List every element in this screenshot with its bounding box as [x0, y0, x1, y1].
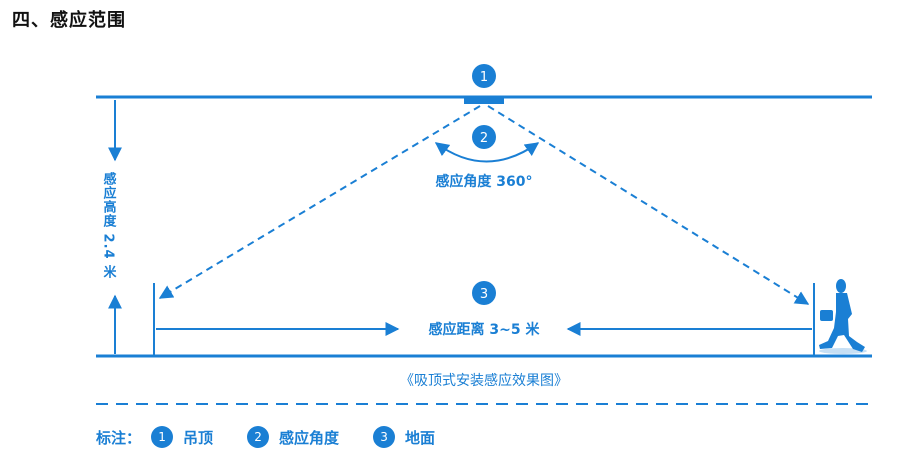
distance-label: 感应距离 3~5 米	[429, 321, 541, 338]
badge-angle: 2	[472, 125, 496, 149]
angle-label: 感应角度 360°	[435, 173, 532, 190]
legend-lead: 标注：	[96, 428, 142, 447]
legend-badge: 3	[373, 426, 396, 448]
svg-text:1: 1	[480, 70, 488, 85]
badge-ground: 3	[472, 281, 496, 305]
legend-item-ceiling: 1 吊顶	[151, 426, 213, 448]
page-title: 四、感应范围	[12, 10, 126, 31]
height-label: 感应高度 2.4 米	[101, 171, 117, 279]
legend: 标注： 1 吊顶 2 感应角度 3 地面	[96, 426, 469, 448]
badge-ceiling: 1	[472, 64, 496, 88]
walking-person-icon	[819, 279, 865, 352]
person-shadow	[819, 348, 867, 354]
diagram-caption: 《吸顶式安装感应效果图》	[400, 372, 568, 389]
legend-item-label: 吊顶	[183, 428, 214, 447]
svg-text:2: 2	[480, 131, 488, 146]
legend-item-ground: 3 地面	[373, 426, 435, 448]
legend-item-angle: 2 感应角度	[247, 426, 339, 448]
legend-item-label: 感应角度	[279, 428, 340, 447]
cone-line-right	[487, 105, 810, 305]
legend-badge: 1	[151, 426, 174, 448]
sensor-device	[464, 96, 504, 104]
legend-item-label: 地面	[405, 428, 436, 447]
legend-badge: 2	[247, 426, 270, 448]
cone-line-left	[158, 105, 481, 299]
svg-text:3: 3	[480, 287, 488, 302]
angle-arc	[434, 142, 540, 163]
